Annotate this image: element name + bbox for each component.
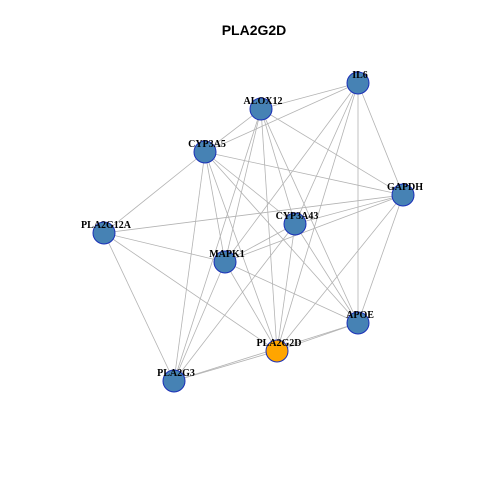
node-circle-pla2g12a xyxy=(92,221,116,245)
node-circle-apoe xyxy=(346,311,370,335)
node-circle-mapk1 xyxy=(213,250,237,274)
node-circle-pla2g2d xyxy=(265,339,289,363)
edge-pla2g12a-mapk1 xyxy=(103,232,226,263)
node-pla2g12a: PLA2G12A xyxy=(81,220,132,245)
edge-alox12-apoe xyxy=(260,108,359,324)
node-label-il6: IL6 xyxy=(352,70,368,81)
edge-il6-pla2g2d xyxy=(276,82,359,352)
edge-layer xyxy=(103,82,404,382)
edge-gapdh-pla2g12a xyxy=(103,194,404,234)
edge-il6-cyp3a43 xyxy=(294,82,359,225)
edge-il6-alox12 xyxy=(260,82,359,110)
node-cyp3a43: CYP3A43 xyxy=(276,211,319,236)
edge-alox12-cyp3a43 xyxy=(260,108,296,225)
node-label-pla2g3: PLA2G3 xyxy=(157,368,195,379)
node-circle-alox12 xyxy=(249,97,273,121)
node-label-alox12: ALOX12 xyxy=(244,96,283,107)
diagram-title: PLA2G2D xyxy=(222,22,287,38)
node-circle-il6 xyxy=(346,71,370,95)
node-label-pla2g2d: PLA2G2D xyxy=(257,338,302,349)
edge-cyp3a5-cyp3a43 xyxy=(204,151,296,225)
edge-gapdh-pla2g2d xyxy=(276,194,404,352)
node-circle-pla2g3 xyxy=(162,369,186,393)
node-il6: IL6 xyxy=(346,70,370,95)
node-pla2g3: PLA2G3 xyxy=(157,368,195,393)
node-label-cyp3a43: CYP3A43 xyxy=(276,211,319,222)
node-circle-gapdh xyxy=(391,183,415,207)
node-mapk1: MAPK1 xyxy=(209,249,245,274)
node-pla2g2d: PLA2G2D xyxy=(257,338,302,363)
edge-cyp3a43-pla2g3 xyxy=(173,223,296,382)
node-circle-cyp3a43 xyxy=(283,212,307,236)
edge-il6-mapk1 xyxy=(224,82,359,263)
edge-cyp3a5-pla2g12a xyxy=(103,151,206,234)
edge-mapk1-pla2g2d xyxy=(224,261,278,352)
edge-pla2g12a-pla2g3 xyxy=(103,232,175,382)
edge-il6-cyp3a5 xyxy=(204,82,359,153)
node-label-gapdh: GAPDH xyxy=(387,182,423,193)
edge-alox12-pla2g3 xyxy=(173,108,262,382)
edge-gapdh-mapk1 xyxy=(224,194,404,263)
node-label-cyp3a5: CYP3A5 xyxy=(188,139,226,150)
edge-mapk1-pla2g3 xyxy=(173,261,226,382)
edge-alox12-pla2g2d xyxy=(260,108,278,352)
edge-cyp3a43-pla2g2d xyxy=(276,223,296,352)
edge-alox12-gapdh xyxy=(260,108,404,196)
node-label-pla2g12a: PLA2G12A xyxy=(81,220,132,231)
node-alox12: ALOX12 xyxy=(244,96,283,121)
edge-alox12-cyp3a5 xyxy=(204,108,262,153)
edge-gapdh-cyp3a43 xyxy=(294,194,404,225)
edge-cyp3a43-mapk1 xyxy=(224,223,296,263)
edge-pla2g2d-pla2g3 xyxy=(173,350,278,382)
edge-cyp3a5-gapdh xyxy=(204,151,404,196)
node-gapdh: GAPDH xyxy=(387,182,423,207)
edge-cyp3a5-pla2g3 xyxy=(173,151,206,382)
edge-alox12-mapk1 xyxy=(224,108,262,263)
node-cyp3a5: CYP3A5 xyxy=(188,139,226,164)
edge-gapdh-apoe xyxy=(357,194,404,324)
node-label-apoe: APOE xyxy=(346,310,374,321)
node-apoe: APOE xyxy=(346,310,374,335)
node-label-mapk1: MAPK1 xyxy=(209,249,245,260)
edge-cyp3a5-mapk1 xyxy=(204,151,226,263)
edge-pla2g12a-pla2g2d xyxy=(103,232,278,352)
edge-mapk1-apoe xyxy=(224,261,359,324)
node-circle-cyp3a5 xyxy=(193,140,217,164)
edge-il6-gapdh xyxy=(357,82,404,196)
edge-cyp3a43-apoe xyxy=(294,223,359,324)
edge-cyp3a5-pla2g2d xyxy=(204,151,278,352)
edge-cyp3a5-apoe xyxy=(204,151,359,324)
